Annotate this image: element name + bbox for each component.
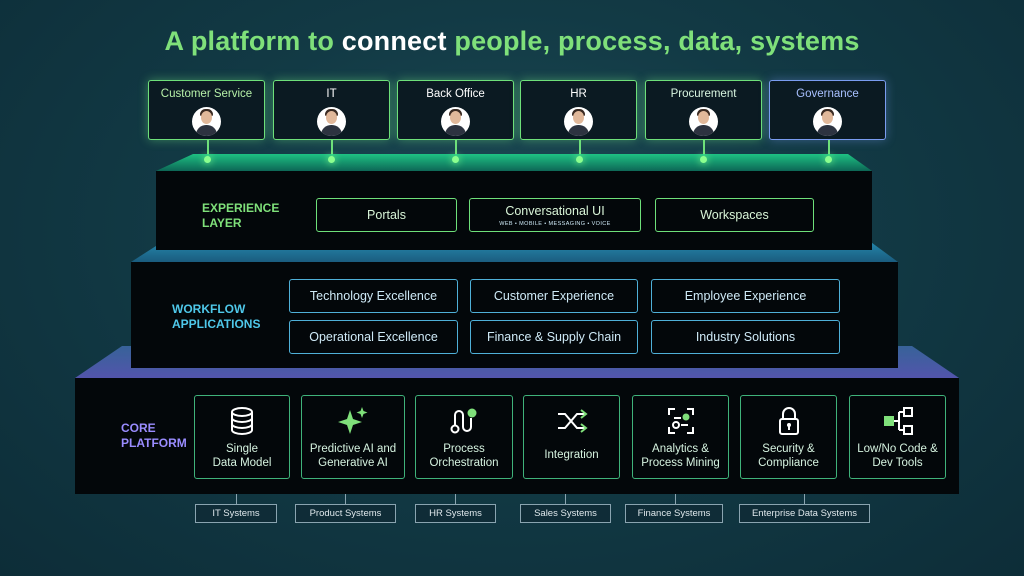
flow-icon (449, 406, 479, 436)
connector-dot (700, 156, 707, 163)
enterprise-data-systems-box[interactable]: Enterprise Data Systems (739, 504, 870, 523)
hr-systems-box[interactable]: HR Systems (415, 504, 496, 523)
persona-label: Procurement (670, 88, 737, 100)
lock-icon (777, 406, 801, 436)
system-connector (804, 494, 805, 504)
customer-experience-box[interactable]: Customer Experience (470, 279, 638, 313)
connector-line (579, 140, 581, 158)
finance-supply-chain-box[interactable]: Finance & Supply Chain (470, 320, 638, 354)
predictive-generative-ai-box[interactable]: Predictive AI and Generative AI (301, 395, 405, 479)
persona-label: Back Office (426, 88, 485, 100)
page-title: A platform to connect people, process, d… (0, 26, 1024, 57)
persona-label: Governance (796, 88, 859, 100)
persona-it[interactable]: IT (273, 80, 390, 140)
persona-procurement[interactable]: Procurement (645, 80, 762, 140)
system-connector (675, 494, 676, 504)
system-connector (345, 494, 346, 504)
analytics-process-mining-box[interactable]: Analytics & Process Mining (632, 395, 729, 479)
persona-customer-service[interactable]: Customer Service (148, 80, 265, 140)
integration-box[interactable]: Integration (523, 395, 620, 479)
process-orchestration-box[interactable]: Process Orchestration (415, 395, 513, 479)
connector-dot (825, 156, 832, 163)
connector-dot (204, 156, 211, 163)
connector-line (828, 140, 830, 158)
industry-solutions-box[interactable]: Industry Solutions (651, 320, 840, 354)
system-connector (565, 494, 566, 504)
low-no-code-dev-tools-box[interactable]: Low/No Code & Dev Tools (849, 395, 946, 479)
core-platform-layer (75, 378, 959, 494)
connector-dot (452, 156, 459, 163)
persona-hr[interactable]: HR (520, 80, 637, 140)
connector-line (331, 140, 333, 158)
persona-label: IT (326, 88, 337, 100)
avatar (317, 107, 346, 136)
shuffle-icon (555, 406, 589, 436)
operational-excellence-box[interactable]: Operational Excellence (289, 320, 458, 354)
avatar (564, 107, 593, 136)
single-data-model-box[interactable]: Single Data Model (194, 395, 290, 479)
database-icon (230, 406, 254, 436)
persona-governance[interactable]: Governance (769, 80, 886, 140)
persona-label: HR (570, 88, 587, 100)
analytics-icon (666, 406, 696, 436)
title-part-2: people, process, data, systems (446, 26, 860, 56)
avatar (441, 107, 470, 136)
system-connector (236, 494, 237, 504)
avatar (813, 107, 842, 136)
connector-dot (576, 156, 583, 163)
experience-top (156, 154, 872, 171)
connector-line (455, 140, 457, 158)
finance-systems-box[interactable]: Finance Systems (625, 504, 723, 523)
product-systems-box[interactable]: Product Systems (295, 504, 396, 523)
conversational-ui-box[interactable]: Conversational UI WEB • MOBILE • MESSAGI… (469, 198, 641, 232)
sparkle-icon (337, 406, 369, 436)
technology-excellence-box[interactable]: Technology Excellence (289, 279, 458, 313)
sales-systems-box[interactable]: Sales Systems (520, 504, 611, 523)
workspaces-box[interactable]: Workspaces (655, 198, 814, 232)
security-compliance-box[interactable]: Security & Compliance (740, 395, 837, 479)
connector-line (207, 140, 209, 158)
conversational-ui-channels: WEB • MOBILE • MESSAGING • VOICE (499, 220, 611, 227)
connector-line (703, 140, 705, 158)
persona-label: Customer Service (160, 88, 253, 100)
system-connector (455, 494, 456, 504)
persona-back-office[interactable]: Back Office (397, 80, 514, 140)
nodes-icon (882, 406, 914, 436)
title-highlight: connect (341, 26, 447, 56)
conversational-ui-label: Conversational UI (505, 203, 605, 218)
title-part-1: A platform to (164, 26, 342, 56)
experience-layer (156, 171, 872, 250)
it-systems-box[interactable]: IT Systems (195, 504, 277, 523)
avatar (689, 107, 718, 136)
connector-dot (328, 156, 335, 163)
avatar (192, 107, 221, 136)
employee-experience-box[interactable]: Employee Experience (651, 279, 840, 313)
portals-box[interactable]: Portals (316, 198, 457, 232)
